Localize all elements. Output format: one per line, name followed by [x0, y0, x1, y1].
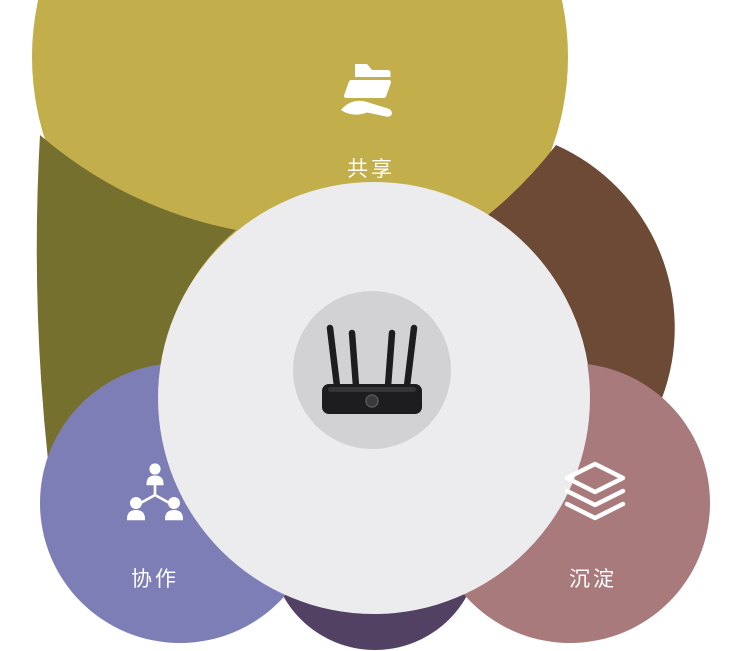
person-head — [168, 497, 180, 509]
collaboration-icon — [127, 463, 183, 521]
router-antenna — [384, 329, 396, 390]
hand-shape — [341, 100, 392, 117]
folder-back — [355, 64, 391, 77]
junction-left-shape — [36, 135, 236, 460]
layer-middle — [564, 488, 626, 508]
layer-bottom — [564, 501, 626, 521]
router-antenna — [348, 329, 360, 390]
layer-top — [564, 461, 626, 495]
router-antenna — [403, 324, 418, 390]
layers-icon — [564, 461, 626, 521]
junction-right-shape — [488, 145, 675, 398]
petal-label-accumulation: 沉淀 — [569, 568, 617, 591]
person-head — [149, 463, 161, 475]
hub-inner-circle — [293, 291, 451, 449]
share-folder-icon — [341, 64, 392, 117]
person-head — [130, 497, 142, 509]
person-body — [146, 475, 164, 486]
router-body-highlight — [328, 387, 416, 392]
person-body — [165, 510, 183, 521]
router-logo — [365, 394, 379, 408]
wifi-router-icon — [322, 324, 422, 414]
router-antenna — [326, 324, 341, 390]
folder-front — [343, 79, 392, 99]
person-body — [127, 510, 145, 521]
petal-label-share: 共享 — [347, 158, 395, 181]
petal-label-collaboration: 协作 — [131, 568, 179, 591]
